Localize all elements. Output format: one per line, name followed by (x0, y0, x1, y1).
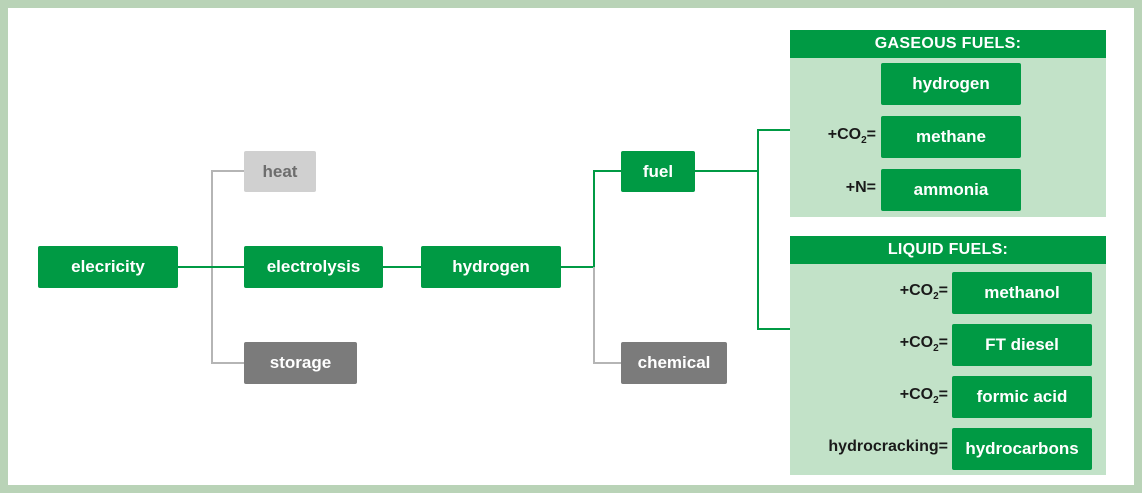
line-fuel-gaseous (695, 129, 790, 172)
liquid-fuels-title: LIQUID FUELS: (790, 236, 1106, 264)
liquid-item-prefix: +CO2= (899, 386, 948, 407)
node-electrolysis: electrolysis (244, 246, 383, 288)
line-electricity-storage (211, 267, 244, 364)
line-hydrogen-chemical (593, 267, 621, 364)
gaseous-item-ammonia: ammonia (881, 169, 1021, 211)
node-electricity: elecricity (38, 246, 178, 288)
liquid-item-formic-acid: formic acid (952, 376, 1092, 418)
diagram-canvas: elecricity heat electrolysis storage hyd… (8, 8, 1134, 485)
gaseous-item-hydrogen: hydrogen (881, 63, 1021, 105)
liquid-item-hydrocarbons: hydrocarbons (952, 428, 1092, 470)
liquid-item-methanol: methanol (952, 272, 1092, 314)
node-heat: heat (244, 151, 316, 192)
node-chemical: chemical (621, 342, 727, 384)
connector-lines (178, 129, 790, 364)
liquid-fuels-panel: LIQUID FUELS: +CO2=methanol+CO2=FT diese… (790, 236, 1106, 475)
line-hydrogen-fuel (561, 170, 621, 268)
line-fuel-liquid (757, 171, 790, 330)
gaseous-fuels-title: GASEOUS FUELS: (790, 30, 1106, 58)
liquid-item-prefix: +CO2= (899, 282, 948, 303)
liquid-item-prefix: hydrocracking= (828, 438, 948, 455)
line-electricity-heat (178, 170, 244, 268)
liquid-item-ft-diesel: FT diesel (952, 324, 1092, 366)
gaseous-item-prefix: +CO2= (827, 126, 876, 147)
gaseous-item-prefix: +N= (845, 179, 876, 196)
node-fuel: fuel (621, 151, 695, 192)
node-hydrogen: hydrogen (421, 246, 561, 288)
liquid-item-prefix: +CO2= (899, 334, 948, 355)
gaseous-item-methane: methane (881, 116, 1021, 158)
node-storage: storage (244, 342, 357, 384)
gaseous-fuels-panel: GASEOUS FUELS: hydrogen+CO2=methane +N= am… (790, 30, 1106, 217)
